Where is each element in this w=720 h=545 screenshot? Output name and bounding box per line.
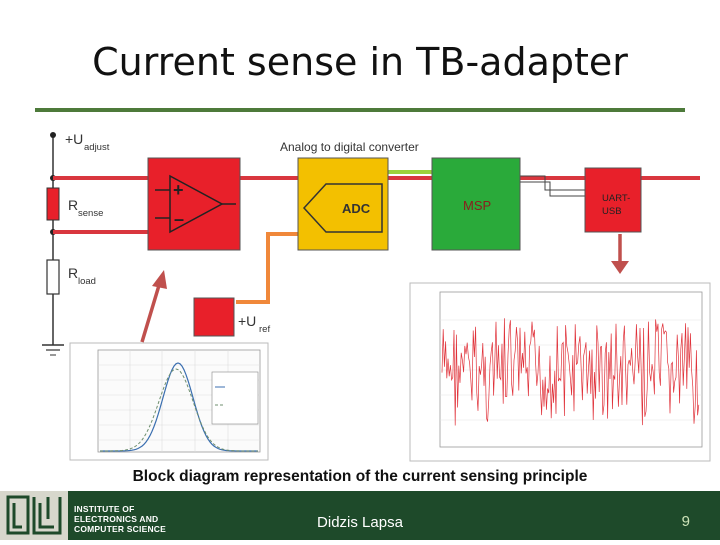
r-load-main: R bbox=[68, 265, 78, 281]
wire-uref bbox=[236, 232, 298, 304]
uart-label-2: USB bbox=[602, 206, 622, 217]
r-sense-sub: sense bbox=[78, 208, 103, 219]
institute-line-3: COMPUTER SCIENCE bbox=[74, 524, 166, 534]
opamp-symbol bbox=[169, 174, 224, 234]
wire-msp-uart-1 bbox=[520, 175, 585, 191]
wire-msp-uart-2 bbox=[520, 181, 585, 197]
r-load-resistor bbox=[46, 259, 60, 295]
arrow-up bbox=[140, 270, 167, 343]
r-load-sub: load bbox=[78, 276, 96, 287]
uref-block bbox=[193, 297, 235, 337]
msp-label: MSP bbox=[463, 198, 491, 213]
r-sense-main: R bbox=[68, 197, 78, 213]
noise-signal-plot bbox=[409, 282, 711, 462]
title-underline bbox=[35, 108, 685, 112]
uref-main: +U bbox=[238, 313, 256, 329]
uart-label-1: UART- bbox=[602, 193, 630, 204]
page-number: 9 bbox=[681, 513, 690, 530]
institute-line-2: ELECTRONICS AND bbox=[74, 514, 159, 524]
opamp-plus-label: + bbox=[173, 180, 184, 200]
distribution-plot bbox=[69, 342, 269, 461]
adc-symbol bbox=[302, 183, 383, 233]
block-diagram: + – ADC MSP UART- USB Analog to digital … bbox=[42, 131, 711, 462]
author-name: Didzis Lapsa bbox=[317, 514, 403, 531]
arrow-down bbox=[611, 234, 629, 274]
u-adjust-main: +U bbox=[65, 131, 83, 147]
uref-sub: ref bbox=[259, 324, 270, 335]
u-adjust-sub: adjust bbox=[84, 142, 110, 153]
uart-block bbox=[584, 167, 642, 233]
institute-logo bbox=[0, 491, 68, 540]
section-label-adc: Analog to digital converter bbox=[280, 140, 419, 154]
slide-title: Current sense in TB-adapter bbox=[92, 40, 628, 84]
adc-label: ADC bbox=[342, 201, 371, 216]
msp-block bbox=[431, 157, 521, 251]
r-sense-resistor bbox=[46, 187, 60, 221]
node-top bbox=[50, 132, 56, 138]
figure-caption: Block diagram representation of the curr… bbox=[132, 468, 588, 485]
opamp-block bbox=[147, 157, 241, 251]
institute-name: INSTITUTE OF ELECTRONICS AND COMPUTER SC… bbox=[74, 504, 166, 534]
institute-line-1: INSTITUTE OF bbox=[74, 504, 135, 514]
opamp-minus-label: – bbox=[174, 209, 184, 229]
footer-bar: INSTITUTE OF ELECTRONICS AND COMPUTER SC… bbox=[0, 491, 720, 540]
